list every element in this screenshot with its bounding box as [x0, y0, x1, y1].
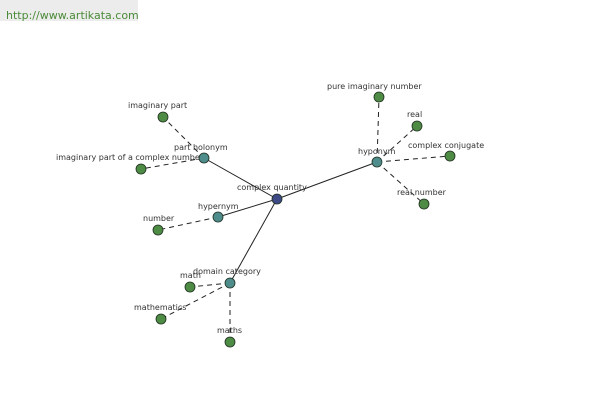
- edge-complex-quantity-to-domain-category: [229, 198, 278, 284]
- site-url-link[interactable]: http://www.artikata.com: [6, 9, 139, 22]
- node-pure-imaginary-number[interactable]: [373, 91, 385, 103]
- node-number[interactable]: [152, 224, 164, 236]
- edge-hyponym-to-pure-imaginary-number: [376, 96, 380, 163]
- edge-domain-category-to-mathematics: [160, 282, 231, 320]
- node-part-holonym[interactable]: [198, 152, 210, 164]
- node-label-domain-category: domain category: [193, 267, 261, 276]
- edge-hyponym-to-complex-conjugate: [376, 155, 451, 163]
- edge-part-holonym-to-imaginary-part-of-a-complex-number: [140, 157, 205, 170]
- edge-complex-quantity-to-hyponym: [276, 161, 378, 200]
- node-label-number: number: [143, 214, 175, 223]
- node-label-imaginary-part: imaginary part: [128, 101, 187, 110]
- node-imaginary-part[interactable]: [157, 111, 169, 123]
- node-domain-category[interactable]: [224, 277, 236, 289]
- node-label-complex-conjugate: complex conjugate: [408, 141, 484, 150]
- edge-complex-quantity-to-hypernym: [217, 198, 278, 218]
- site-url-bar: http://www.artikata.com: [0, 0, 139, 22]
- node-label-math: math: [180, 271, 201, 280]
- labels-layer: complex quantity hyponym part holonym hyper…: [56, 82, 484, 335]
- node-label-hyponym: hyponym: [358, 147, 396, 156]
- node-maths[interactable]: [224, 336, 236, 348]
- edge-complex-quantity-to-part-holonym: [203, 157, 278, 200]
- node-hyponym[interactable]: [371, 156, 383, 168]
- node-label-hypernym: hypernym: [198, 202, 239, 211]
- edge-domain-category-to-math: [189, 282, 231, 288]
- nodes-layer: [135, 91, 456, 348]
- node-label-imaginary-part-of-a-complex-number: imaginary part of a complex number: [56, 153, 204, 162]
- edges-layer: [140, 96, 451, 342]
- node-label-maths: maths: [217, 326, 242, 335]
- node-hypernym[interactable]: [212, 211, 224, 223]
- node-complex-quantity[interactable]: [271, 193, 283, 205]
- edge-hypernym-to-number: [157, 216, 219, 231]
- node-label-complex-quantity: complex quantity: [237, 183, 307, 192]
- node-mathematics[interactable]: [155, 313, 167, 325]
- node-real[interactable]: [411, 120, 423, 132]
- node-imaginary-part-of-a-complex-number[interactable]: [135, 163, 147, 175]
- node-label-mathematics: mathematics: [134, 303, 186, 312]
- node-label-real: real: [407, 110, 422, 119]
- node-label-pure-imaginary-number: pure imaginary number: [327, 82, 422, 91]
- edge-part-holonym-to-imaginary-part: [162, 116, 205, 159]
- node-real-number[interactable]: [418, 198, 430, 210]
- node-complex-conjugate[interactable]: [444, 150, 456, 162]
- node-label-part-holonym: part holonym: [174, 143, 228, 152]
- edge-hyponym-to-real-number: [376, 161, 425, 205]
- node-math[interactable]: [184, 281, 196, 293]
- node-label-real-number: real number: [397, 188, 447, 197]
